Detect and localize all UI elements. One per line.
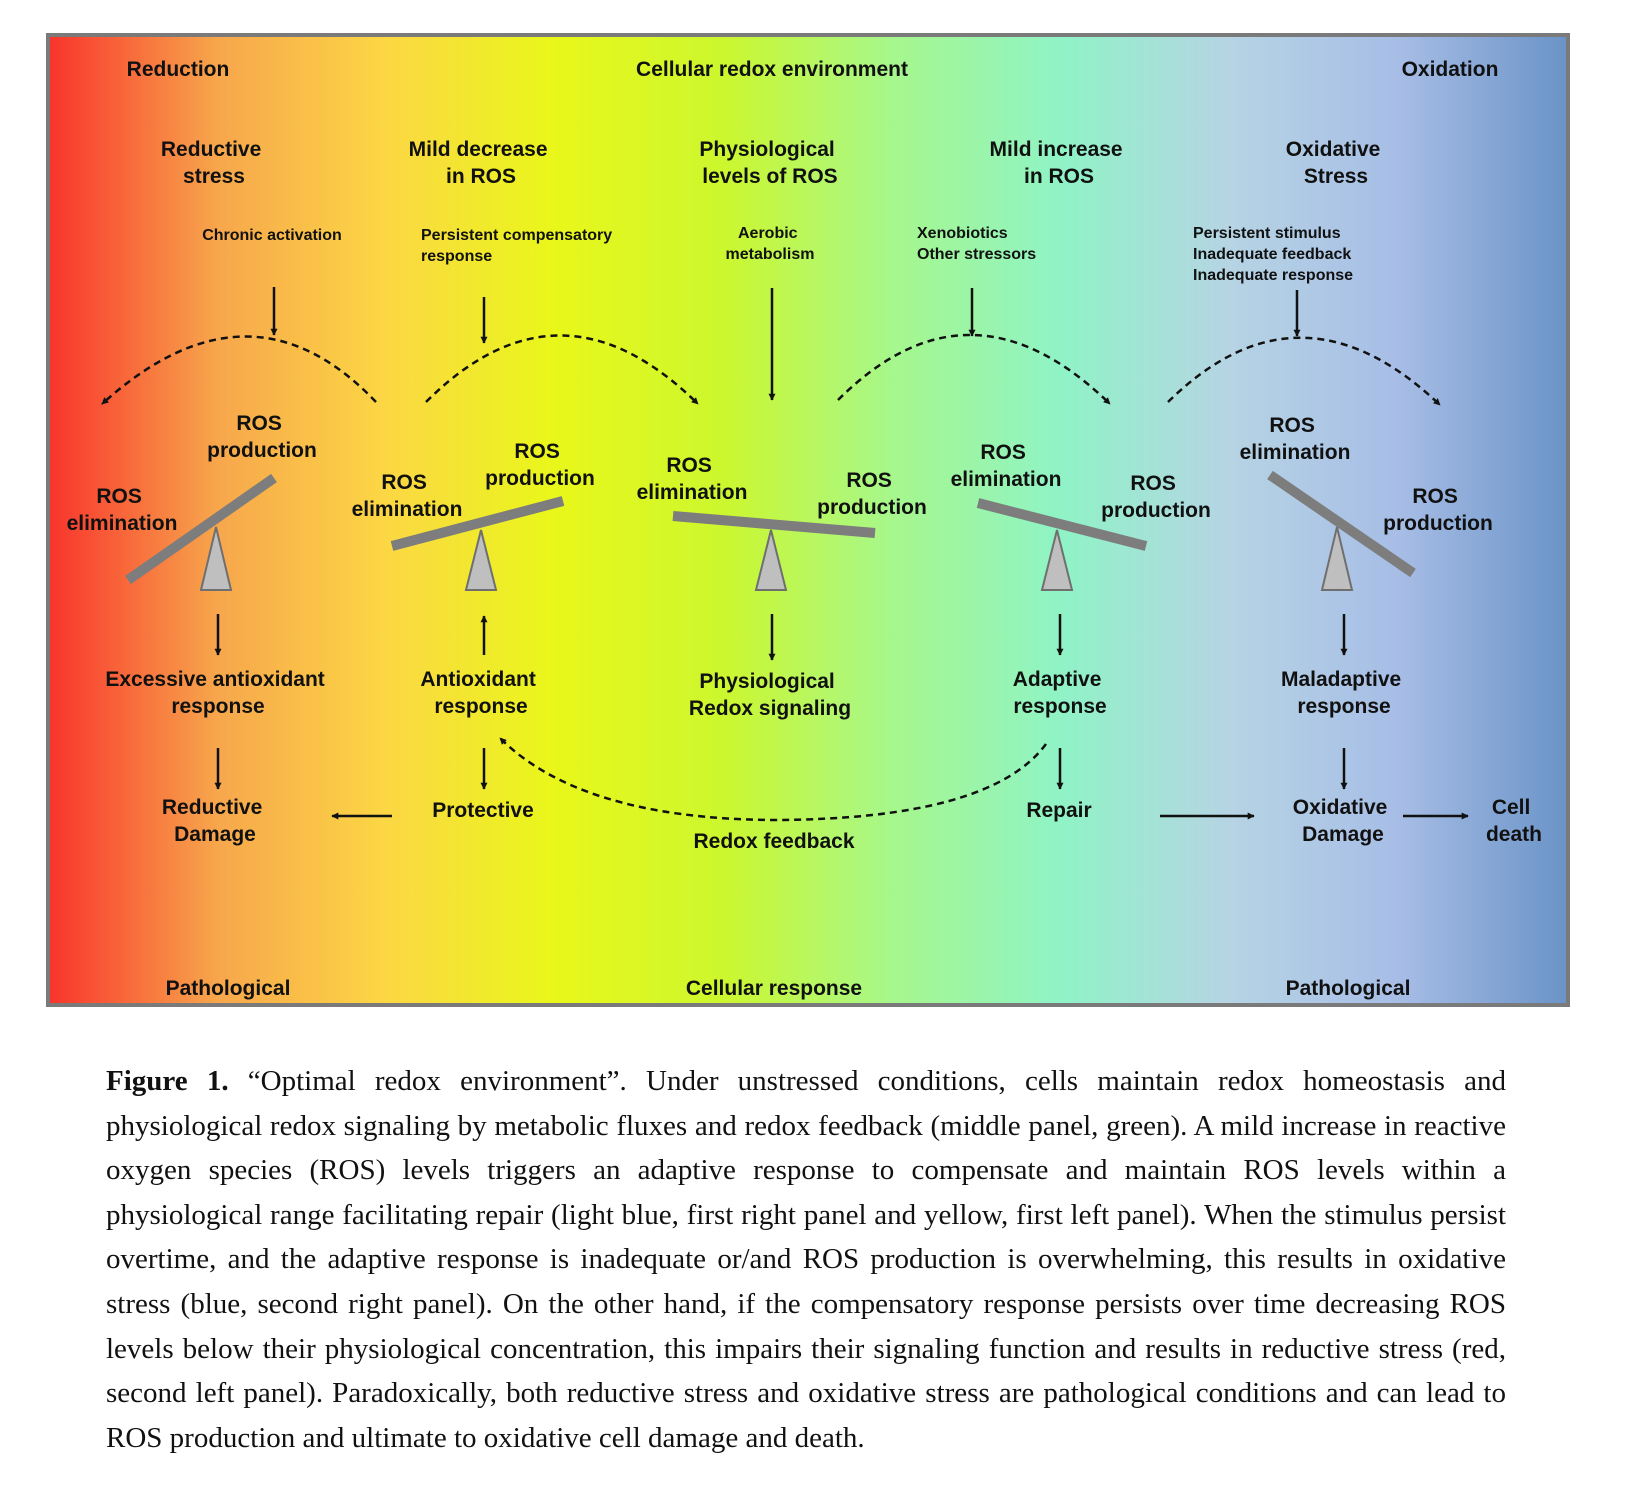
- panel-title-mild-decrease: Mild decrease in ROS: [409, 138, 554, 188]
- fulcrum-2: [464, 529, 498, 591]
- footer-pathological-right: Pathological: [1286, 977, 1411, 1000]
- beam-3: [672, 511, 876, 538]
- reduction-label: Reduction: [127, 58, 230, 81]
- response-adaptive: Adaptive response: [1013, 668, 1108, 718]
- outcome-protective: Protective: [432, 799, 534, 822]
- footer-pathological-left: Pathological: [166, 977, 291, 1000]
- response-antioxidant: Antioxidant response: [420, 668, 541, 718]
- beam-2: [390, 496, 565, 551]
- gradient-background: [46, 33, 1570, 1007]
- trigger-chronic-activation: Chronic activation: [202, 227, 342, 244]
- ros-production-5: ROS production: [1383, 485, 1493, 535]
- outcome-repair: Repair: [1026, 799, 1091, 822]
- redox-diagram: Reduction Cellular redox environment Oxi…: [46, 33, 1570, 1007]
- response-excessive-antioxidant: Excessive antioxidant response: [105, 668, 330, 718]
- ros-production-2: ROS production: [485, 440, 595, 490]
- beam-4: [976, 498, 1148, 551]
- fulcrum-3: [754, 529, 788, 591]
- panel-title-reductive-stress: Reductive stress: [161, 138, 267, 188]
- ros-elimination-4: ROS elimination: [951, 441, 1062, 491]
- outcome-reductive-damage: Reductive Damage: [162, 796, 268, 846]
- response-physiological-signaling: Physiological Redox signaling: [689, 670, 851, 720]
- seesaw-oxidative-stress: [1267, 470, 1416, 591]
- panel-title-mild-increase: Mild increase in ROS: [990, 138, 1129, 188]
- ros-production-3: ROS production: [817, 469, 927, 519]
- redox-feedback-arc: [499, 737, 1048, 822]
- seesaw-physiological: [672, 511, 876, 591]
- trigger-aerobic-metabolism: Aerobic metabolism: [726, 225, 815, 263]
- fulcrum-4: [1040, 529, 1074, 591]
- beam-5: [1267, 470, 1416, 578]
- cell-death: Cell death: [1486, 796, 1542, 846]
- ros-elimination-1: ROS elimination: [67, 485, 178, 535]
- ros-elimination-3: ROS elimination: [637, 454, 748, 504]
- caption-label: Figure 1.: [106, 1065, 229, 1097]
- ros-production-4: ROS production: [1101, 472, 1211, 522]
- panel-title-oxidative-stress: Oxidative Stress: [1286, 138, 1386, 188]
- panel-title-physiological: Physiological levels of ROS: [699, 138, 840, 188]
- trigger-persistent-stimulus: Persistent stimulus Inadequate feedback …: [1193, 225, 1356, 284]
- environment-title: Cellular redox environment: [636, 58, 908, 81]
- caption-text: “Optimal redox environment”. Under unstr…: [106, 1065, 1507, 1454]
- trigger-compensatory-response: Persistent compensatory response: [421, 227, 617, 265]
- response-maladaptive: Maladaptive response: [1281, 668, 1407, 718]
- fulcrum-5: [1320, 526, 1354, 591]
- footer-cellular-response: Cellular response: [686, 977, 862, 1000]
- outcome-oxidative-damage: Oxidative Damage: [1293, 796, 1393, 846]
- figure-caption: Figure 1. “Optimal redox environment”. U…: [106, 1059, 1506, 1460]
- ros-elimination-2: ROS elimination: [352, 471, 463, 521]
- trigger-xenobiotics: Xenobiotics Other stressors: [917, 225, 1036, 263]
- oxidation-label: Oxidation: [1402, 58, 1499, 81]
- beam-1: [125, 473, 277, 585]
- seesaw-mild-decrease: [390, 496, 565, 591]
- fulcrum-1: [199, 526, 233, 591]
- seesaw-reductive-stress: [125, 473, 277, 591]
- outcome-redox-feedback: Redox feedback: [693, 830, 854, 853]
- seesaw-mild-increase: [976, 498, 1148, 591]
- ros-elimination-5: ROS elimination: [1240, 414, 1351, 464]
- ros-production-1: ROS production: [207, 412, 317, 462]
